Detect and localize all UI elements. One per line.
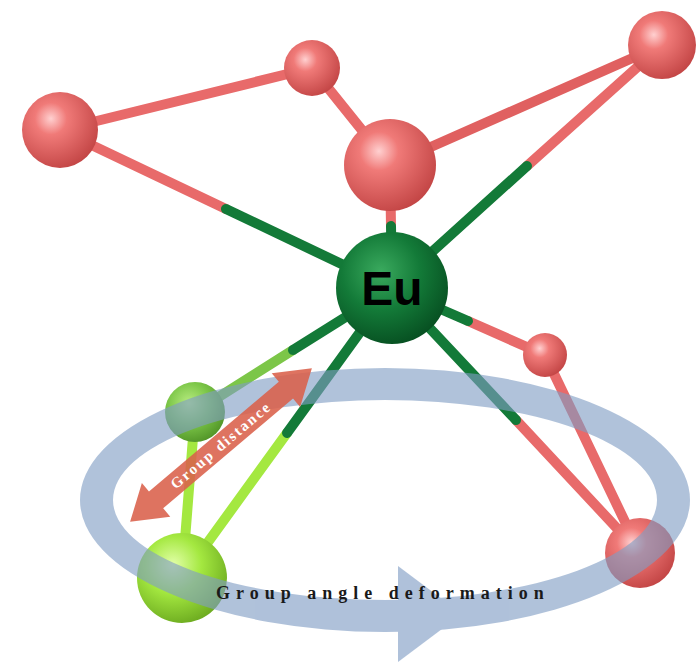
europium-atom: Eu — [336, 232, 448, 344]
oxygen-atom — [344, 119, 436, 211]
element-symbol: Eu — [361, 261, 422, 316]
oxygen-atom — [22, 92, 98, 168]
oxygen-atom — [523, 333, 567, 377]
atom-sphere — [336, 232, 448, 344]
oxygen-atom — [628, 11, 696, 79]
deformation-label: Group angle deformation — [216, 583, 550, 604]
bonds — [60, 45, 662, 578]
distance-arrow — [116, 351, 326, 538]
oxygen-atom — [284, 40, 340, 96]
rotation-arrow — [80, 368, 690, 662]
double-arrow — [116, 351, 326, 538]
bond — [60, 68, 312, 130]
arrow-head — [398, 566, 462, 662]
